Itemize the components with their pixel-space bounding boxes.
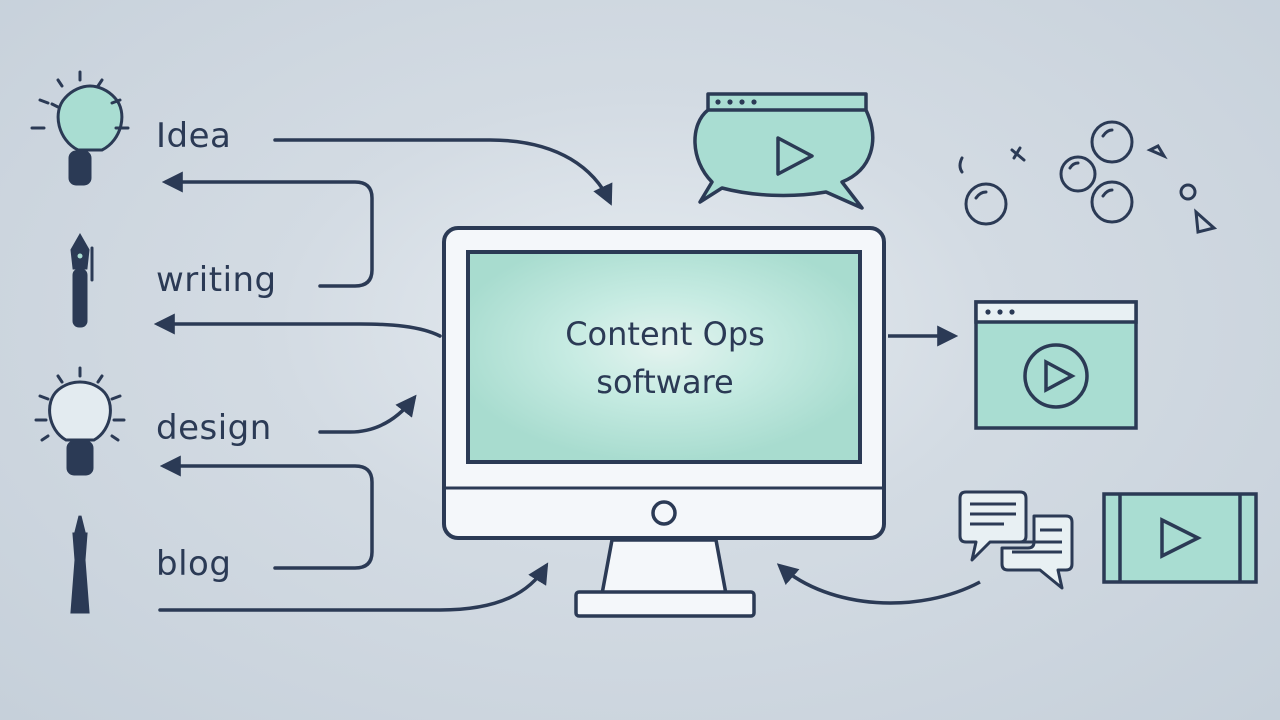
monitor-stand — [600, 538, 728, 596]
arrow-design-to-monitor — [318, 394, 417, 434]
arrow-bottom-to-monitor — [158, 562, 549, 612]
video-chat-bubble-icon — [693, 92, 875, 210]
monitor-base — [574, 590, 756, 618]
arrow-monitor-to-writing — [153, 313, 442, 338]
monitor — [442, 226, 886, 618]
pen-icon — [70, 232, 94, 328]
lightbulb-outline-icon — [34, 366, 126, 476]
label-blog: blog — [156, 544, 232, 584]
monitor-caption-line1: Content Ops — [565, 315, 765, 353]
arrow-blog-to-design — [159, 455, 374, 570]
arrow-writing-to-idea — [161, 171, 374, 288]
video-player-icon — [1102, 492, 1258, 584]
label-writing: writing — [156, 260, 277, 300]
label-design: design — [156, 408, 272, 448]
monitor-power-button — [651, 500, 677, 526]
arrow-idea-to-monitor — [273, 138, 613, 206]
connectors-left — [153, 138, 613, 612]
brush-icon — [70, 515, 90, 614]
bubbles-icon — [958, 120, 1218, 234]
lightbulb-icon — [30, 70, 130, 186]
label-idea: Idea — [156, 116, 232, 156]
arrow-chat-to-monitor — [776, 563, 981, 605]
monitor-caption: Content Ops software — [470, 310, 860, 406]
monitor-caption-line2: software — [596, 363, 734, 401]
chat-bubbles-icon — [958, 490, 1074, 590]
video-window-icon — [974, 300, 1138, 430]
monitor-screen — [466, 250, 862, 464]
